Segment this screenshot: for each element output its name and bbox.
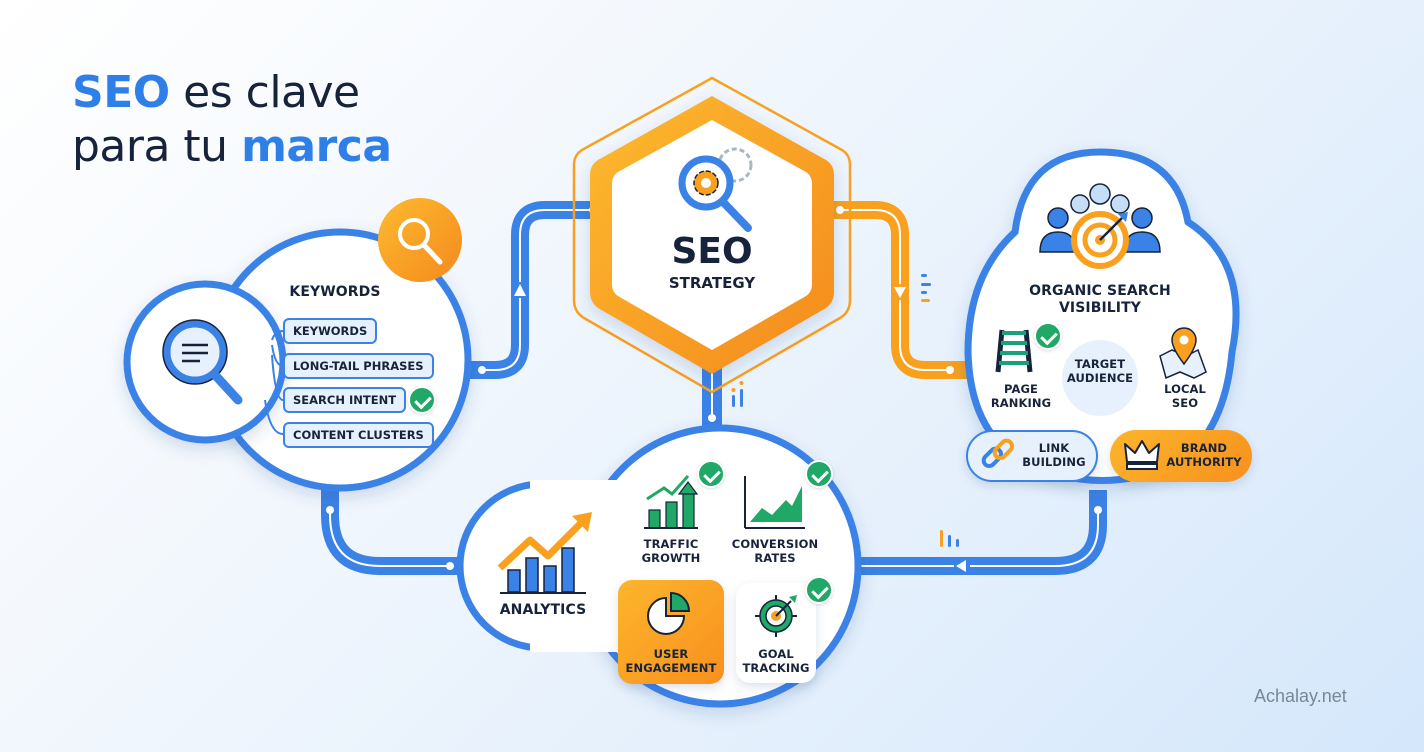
page-headline: SEO es clave para tu marca bbox=[72, 66, 392, 174]
brand-authority-label: BRAND AUTHORITY bbox=[1162, 441, 1246, 469]
traffic-growth-check-icon bbox=[697, 460, 725, 488]
seo-strategy-node[interactable] bbox=[572, 76, 852, 394]
user-engagement-line1: USER bbox=[653, 647, 689, 661]
map-pin-icon bbox=[1159, 327, 1207, 380]
page-ranking-line1: PAGE bbox=[1004, 382, 1038, 396]
trend-chart-icon bbox=[497, 512, 592, 594]
link-building-line1: LINK bbox=[1038, 441, 1070, 455]
conversion-rates-line2: RATES bbox=[754, 551, 796, 565]
connector-keywords-to-analytics bbox=[321, 490, 470, 575]
ladder-icon bbox=[995, 329, 1033, 373]
visibility-title-line2: VISIBILITY bbox=[1058, 300, 1142, 316]
headline-es-clave: es clave bbox=[169, 67, 360, 118]
target-audience-line1: TARGET bbox=[1074, 357, 1126, 371]
conversion-rates-line1: CONVERSION bbox=[731, 537, 819, 551]
keyword-item-search-intent[interactable]: SEARCH INTENT bbox=[283, 387, 407, 413]
goal-tracking-check-icon bbox=[805, 576, 833, 604]
goal-tracking-line1: GOAL bbox=[758, 647, 794, 661]
page-ranking-check-icon bbox=[1034, 322, 1062, 350]
link-building-line2: BUILDING bbox=[1022, 455, 1086, 469]
brand-authority-line2: AUTHORITY bbox=[1166, 455, 1242, 469]
local-seo-label: LOCAL SEO bbox=[1150, 382, 1220, 410]
organic-visibility-node[interactable] bbox=[964, 148, 1240, 484]
goal-tracking-label: GOAL TRACKING bbox=[736, 647, 816, 675]
headline-marca: marca bbox=[241, 121, 392, 172]
goal-tracking-line2: TRACKING bbox=[742, 661, 810, 675]
goal-tracking-tile[interactable]: GOAL TRACKING bbox=[736, 583, 816, 683]
seo-subtitle: STRATEGY bbox=[668, 274, 756, 292]
connector-seo-to-visibility bbox=[820, 201, 975, 379]
crown-icon bbox=[1124, 440, 1160, 470]
page-ranking-label: PAGE RANKING bbox=[985, 382, 1057, 410]
user-engagement-label: USER ENGAGEMENT bbox=[618, 647, 724, 675]
headline-para-tu: para tu bbox=[72, 121, 242, 172]
user-engagement-line2: ENGAGEMENT bbox=[625, 661, 717, 675]
watermark: Achalay.net bbox=[1254, 686, 1347, 706]
target-audience-line2: AUDIENCE bbox=[1066, 371, 1134, 385]
traffic-growth-line1: TRAFFIC bbox=[643, 537, 699, 551]
visibility-title: ORGANIC SEARCH VISIBILITY bbox=[1010, 283, 1190, 317]
keywords-title: KEYWORDS bbox=[289, 284, 381, 300]
brand-authority-line1: BRAND bbox=[1180, 441, 1228, 455]
headline-seo: SEO bbox=[72, 67, 170, 118]
local-seo-line1: LOCAL bbox=[1164, 382, 1206, 396]
traffic-growth-label: TRAFFIC GROWTH bbox=[636, 537, 706, 565]
visibility-title-line1: ORGANIC SEARCH bbox=[1029, 283, 1171, 299]
target-audience-label: TARGET AUDIENCE bbox=[1062, 357, 1138, 385]
brand-authority-pill[interactable]: BRAND AUTHORITY bbox=[1110, 430, 1252, 482]
bar-growth-icon bbox=[644, 475, 699, 529]
search-intent-check-icon bbox=[408, 386, 436, 414]
analytics-title: ANALYTICS bbox=[499, 602, 587, 618]
link-building-pill[interactable]: LINK BUILDING bbox=[966, 430, 1098, 482]
conversion-rates-label: CONVERSION RATES bbox=[728, 537, 822, 565]
link-building-label: LINK BUILDING bbox=[1020, 441, 1088, 469]
area-chart-icon bbox=[744, 476, 805, 529]
pie-chart-icon bbox=[647, 591, 691, 635]
keyword-item-content-clusters[interactable]: CONTENT CLUSTERS bbox=[283, 422, 434, 448]
magnifier-gear-icon bbox=[678, 147, 753, 232]
traffic-growth-line2: GROWTH bbox=[641, 551, 701, 565]
user-engagement-tile[interactable]: USER ENGAGEMENT bbox=[618, 580, 724, 684]
local-seo-line2: SEO bbox=[1171, 396, 1199, 410]
page-ranking-line2: RANKING bbox=[990, 396, 1052, 410]
keyword-item-long-tail[interactable]: LONG-TAIL PHRASES bbox=[283, 353, 434, 379]
target-arrow-icon bbox=[755, 595, 797, 637]
document-search-icon bbox=[162, 319, 243, 405]
keyword-item-keywords[interactable]: KEYWORDS bbox=[283, 318, 378, 344]
search-badge bbox=[378, 198, 462, 282]
link-icon bbox=[981, 438, 1015, 469]
conversion-rates-check-icon bbox=[805, 460, 833, 488]
audience-target-icon bbox=[1039, 183, 1161, 269]
seo-title: SEO bbox=[671, 231, 753, 272]
